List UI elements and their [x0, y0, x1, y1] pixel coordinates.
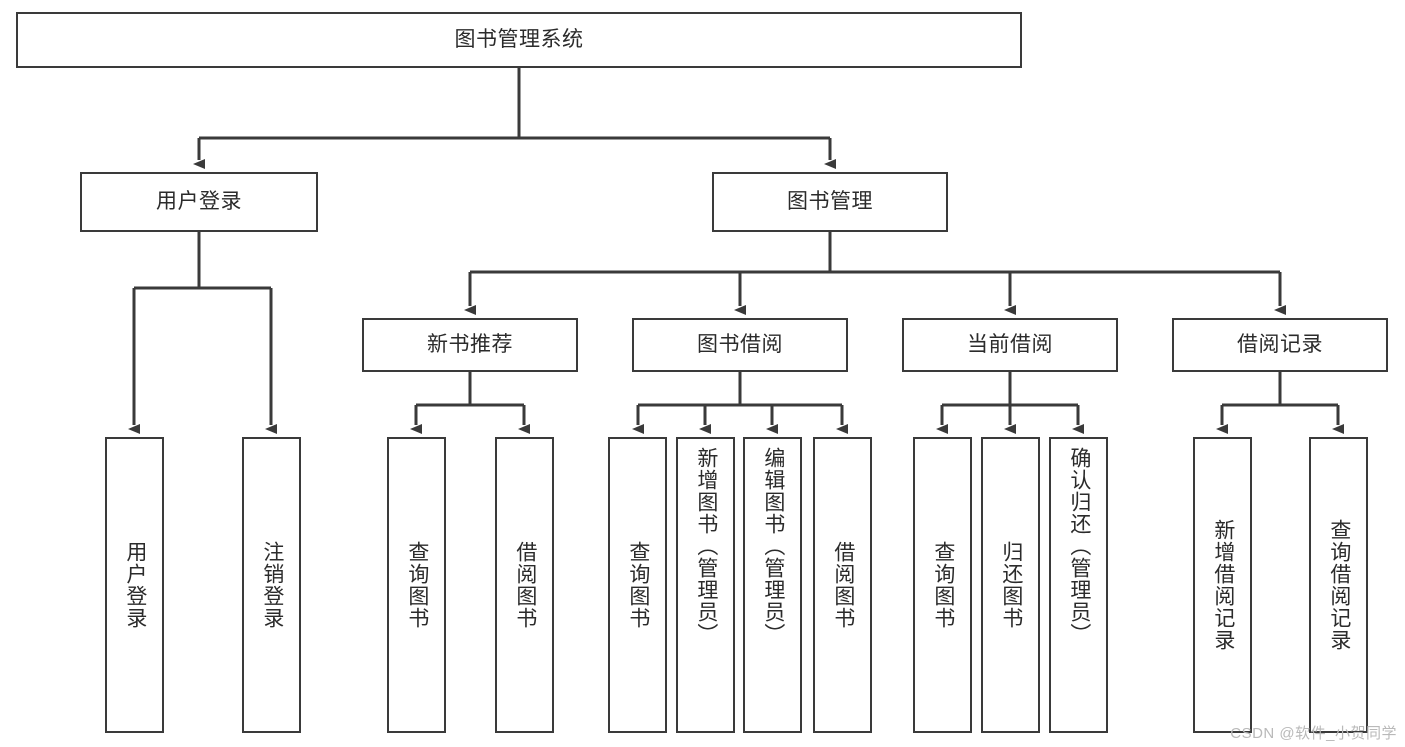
node-borrow-record-label: 借阅记录 — [1237, 333, 1323, 357]
node-new-book-recommend[interactable]: 新书推荐 — [362, 318, 578, 372]
node-leaf-query-record[interactable]: 查询借阅记录 — [1309, 437, 1368, 733]
csdn-watermark: CSDN @软件_小贺同学 — [1230, 725, 1397, 742]
node-leaf-return-book[interactable]: 归还图书 — [981, 437, 1040, 733]
node-leaf-confirm-return-label: 确认归还（管理员） — [1067, 447, 1091, 645]
node-leaf-query-book-1-label: 查询图书 — [405, 541, 429, 629]
node-leaf-query-book-2[interactable]: 查询图书 — [608, 437, 667, 733]
node-leaf-query-book-3-label: 查询图书 — [931, 541, 955, 629]
node-leaf-query-book-2-label: 查询图书 — [626, 541, 650, 629]
node-leaf-return-book-label: 归还图书 — [999, 541, 1023, 629]
node-current-borrow[interactable]: 当前借阅 — [902, 318, 1118, 372]
node-leaf-query-record-label: 查询借阅记录 — [1327, 519, 1351, 651]
node-leaf-user-logout[interactable]: 注销登录 — [242, 437, 301, 733]
node-leaf-query-book-3[interactable]: 查询图书 — [913, 437, 972, 733]
node-current-borrow-label: 当前借阅 — [967, 333, 1053, 357]
node-leaf-borrow-book-1-label: 借阅图书 — [513, 541, 537, 629]
node-leaf-add-book[interactable]: 新增图书（管理员） — [676, 437, 735, 733]
node-root-label: 图书管理系统 — [454, 28, 584, 52]
node-book-management[interactable]: 图书管理 — [712, 172, 948, 232]
node-leaf-borrow-book-1[interactable]: 借阅图书 — [495, 437, 554, 733]
node-leaf-confirm-return[interactable]: 确认归还（管理员） — [1049, 437, 1108, 733]
node-book-borrow-label: 图书借阅 — [697, 333, 783, 357]
node-leaf-add-record[interactable]: 新增借阅记录 — [1193, 437, 1252, 733]
node-leaf-user-logout-label: 注销登录 — [260, 541, 284, 629]
node-root[interactable]: 图书管理系统 — [16, 12, 1022, 68]
node-leaf-edit-book-label: 编辑图书（管理员） — [761, 447, 785, 645]
node-user-login-label: 用户登录 — [156, 190, 242, 214]
node-user-login[interactable]: 用户登录 — [80, 172, 318, 232]
node-leaf-borrow-book-2[interactable]: 借阅图书 — [813, 437, 872, 733]
node-book-borrow[interactable]: 图书借阅 — [632, 318, 848, 372]
node-new-book-recommend-label: 新书推荐 — [427, 333, 513, 357]
node-leaf-add-book-label: 新增图书（管理员） — [694, 447, 718, 645]
node-borrow-record[interactable]: 借阅记录 — [1172, 318, 1388, 372]
node-leaf-user-login[interactable]: 用户登录 — [105, 437, 164, 733]
node-leaf-query-book-1[interactable]: 查询图书 — [387, 437, 446, 733]
node-leaf-borrow-book-2-label: 借阅图书 — [831, 541, 855, 629]
node-leaf-add-record-label: 新增借阅记录 — [1211, 519, 1235, 651]
node-book-management-label: 图书管理 — [787, 190, 873, 214]
node-leaf-edit-book[interactable]: 编辑图书（管理员） — [743, 437, 802, 733]
node-leaf-user-login-label: 用户登录 — [123, 541, 147, 629]
